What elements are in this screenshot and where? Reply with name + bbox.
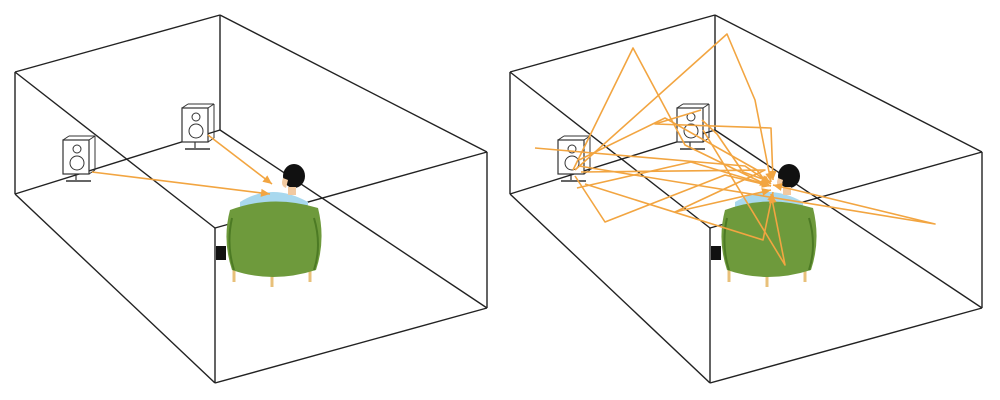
armchair-back [226, 201, 322, 277]
speaker-woofer [69, 155, 85, 171]
speaker-cabinet [181, 107, 209, 143]
speaker-tweeter [567, 144, 577, 154]
panel-reflected-sound [495, 0, 995, 400]
room-edge [509, 193, 711, 384]
sound-ray [576, 161, 772, 189]
armchair-seam [313, 217, 319, 271]
speaker-edge [88, 135, 96, 141]
speaker-edge [676, 103, 684, 109]
room-edge [14, 14, 221, 73]
listener-foot [216, 246, 226, 260]
room-edge [714, 14, 983, 153]
speaker-woofer [683, 123, 699, 139]
panel-direct-sound [14, 14, 488, 384]
speaker-edge [181, 103, 189, 109]
sound-ray [701, 119, 772, 183]
room-edge [714, 129, 983, 309]
armchair-seam [723, 217, 730, 271]
armchair-seam [228, 217, 235, 271]
speaker-woofer [188, 123, 204, 139]
speaker-cabinet [62, 139, 90, 175]
sound-ray [578, 165, 936, 225]
sound-ray [207, 134, 273, 185]
armchair-seam [808, 217, 814, 271]
sound-ray-arrowhead [768, 170, 777, 180]
speaker-woofer [564, 155, 580, 171]
sound-ray [580, 169, 772, 213]
room-illustration-reflections [495, 0, 995, 400]
room-edge [14, 193, 216, 384]
sound-ray-arrowhead [262, 175, 272, 184]
sound-ray-arrowhead [260, 188, 270, 197]
sound-ray [702, 129, 786, 266]
listener-head [283, 164, 305, 188]
speaker-edge [62, 135, 70, 141]
sound-ray-arrowhead [773, 183, 783, 191]
listener-ear [282, 178, 288, 188]
room-illustration-direct [14, 14, 488, 384]
room-edge [509, 71, 711, 229]
sound-ray-arrowhead [761, 179, 771, 188]
room-edge [14, 71, 216, 229]
speaker-edge [207, 103, 215, 109]
listener-in-armchair [216, 164, 322, 287]
listener-neck [783, 187, 791, 195]
reflected-sound-rays [534, 33, 936, 266]
sound-ray [91, 171, 271, 195]
room-edge [709, 307, 983, 384]
speaker-left [62, 135, 96, 182]
speaker-right [181, 103, 215, 150]
speaker-edge [557, 135, 565, 141]
room-edge [219, 14, 488, 153]
direct-sound-rays [91, 134, 273, 197]
room-edge [219, 129, 488, 309]
sound-ray [584, 183, 774, 241]
listener-neck [288, 187, 296, 195]
sound-ray [654, 109, 774, 181]
sound-ray [534, 147, 772, 185]
room-edge [214, 307, 488, 384]
room-outline [14, 14, 488, 384]
speaker-edge [702, 103, 710, 109]
speaker-tweeter [72, 144, 82, 154]
room-outline [509, 14, 983, 384]
room-edge [509, 14, 716, 73]
sound-ray [574, 174, 772, 223]
listener-head [778, 164, 800, 188]
listener-foot [711, 246, 721, 260]
sound-ray [572, 47, 770, 187]
speaker-tweeter [191, 112, 201, 122]
sound-ray [574, 33, 772, 183]
sound-ray-arrowhead [761, 188, 771, 196]
sound-ray-arrowhead [768, 194, 777, 204]
